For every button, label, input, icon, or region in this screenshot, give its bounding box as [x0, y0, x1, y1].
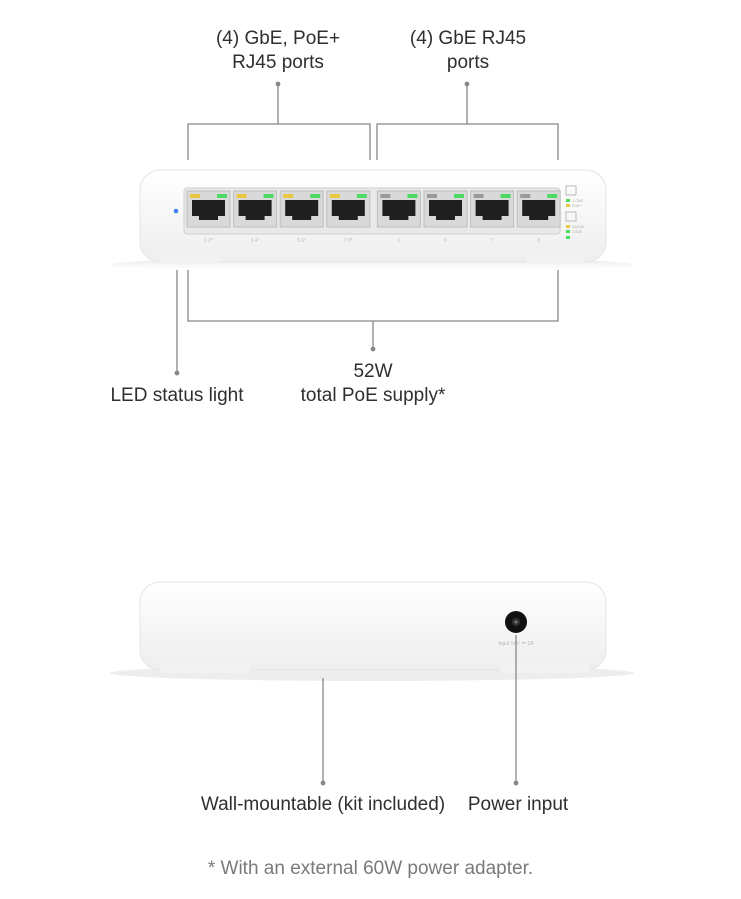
rj45-port: 8 [516, 190, 561, 244]
port-led-right [217, 194, 227, 198]
legend-text-3: 10/100 [572, 224, 585, 229]
rj45-port: 7 8* [326, 190, 371, 244]
port-led-left [190, 194, 200, 198]
port-caption: 5 6* [297, 238, 306, 244]
port-caption: 8 [537, 238, 540, 244]
rj45-port: 6 [423, 190, 468, 244]
poe-supply-label: 52W total PoE supply* [300, 361, 446, 406]
port-led-left [473, 194, 484, 198]
port-led-left [427, 194, 437, 198]
port-led-right [356, 194, 367, 198]
legend-dots [566, 199, 570, 239]
switch-front-view: 1 2* 3 4* 5 6* 7 8* 1 6 7 8 1 GbE PoE+ 10/100 1… [110, 169, 634, 273]
rj45-port: 1 2* [186, 190, 231, 244]
poe-ports-label: (4) GbE, PoE+ RJ45 ports [215, 28, 341, 73]
port-caption: 7 8* [344, 238, 353, 244]
legend-text-4: 1GbE [572, 229, 583, 234]
port-led-right [454, 194, 464, 198]
rj45-port: 7 [470, 190, 515, 244]
rj45-port: 1 [376, 190, 421, 244]
status-led [173, 208, 179, 214]
port-led-left [520, 194, 531, 198]
port-caption: 1 [398, 238, 401, 244]
port-caption: 6 [444, 238, 447, 244]
led-status-label: LED status light [110, 385, 244, 406]
port-led-right [263, 194, 274, 198]
wall-mount-label: Wall-mountable (kit included) [200, 794, 446, 815]
rj45-port: 5 6* [279, 190, 324, 244]
footnote: * With an external 60W power adapter. [207, 858, 534, 879]
legend-text-1: 1 GbE [572, 198, 584, 203]
port-led-right [500, 194, 511, 198]
port-led-right [310, 194, 321, 198]
port-caption: 1 2* [204, 238, 213, 244]
port-led-left [283, 194, 294, 198]
port-led-left [236, 194, 247, 198]
port-led-right [547, 194, 558, 198]
power-input-label: Power input [467, 794, 569, 815]
legend-text-2: PoE+ [572, 203, 583, 208]
rj45-port: 3 4* [233, 190, 278, 244]
port-led-left [329, 194, 340, 198]
port-led-right [407, 194, 418, 198]
port-caption: 7 [491, 238, 494, 244]
port-led-left [380, 194, 391, 198]
rj45-ports-label: (4) GbE RJ45 ports [409, 28, 527, 73]
port-caption: 3 4* [251, 238, 260, 244]
